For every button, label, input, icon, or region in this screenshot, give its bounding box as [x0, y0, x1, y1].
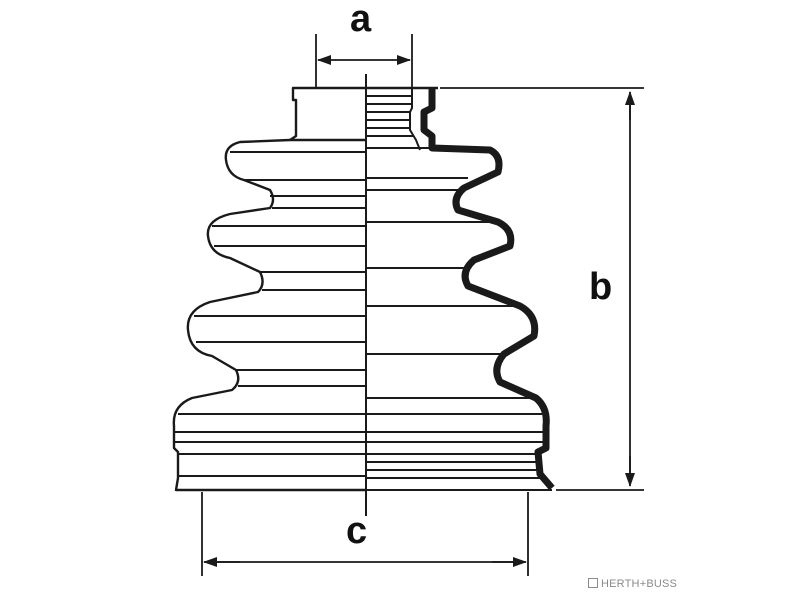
dimension-a: [315, 34, 413, 88]
dimension-c-label: c: [346, 510, 368, 552]
brand-logo-icon: [588, 578, 598, 588]
boot-left-outline: [172, 86, 366, 492]
brand-watermark-text: HERTH+BUSS: [601, 578, 678, 590]
dimension-a-label: a: [350, 0, 372, 40]
brand-watermark: HERTH+BUSS: [588, 578, 677, 590]
dimension-c: [201, 492, 529, 576]
boot-right-section: [409, 88, 555, 491]
dimension-b: [440, 87, 644, 491]
boot-right-ribs: [366, 95, 552, 491]
dimension-b-label: b: [589, 266, 613, 308]
boot-left-ribs: [174, 151, 366, 477]
